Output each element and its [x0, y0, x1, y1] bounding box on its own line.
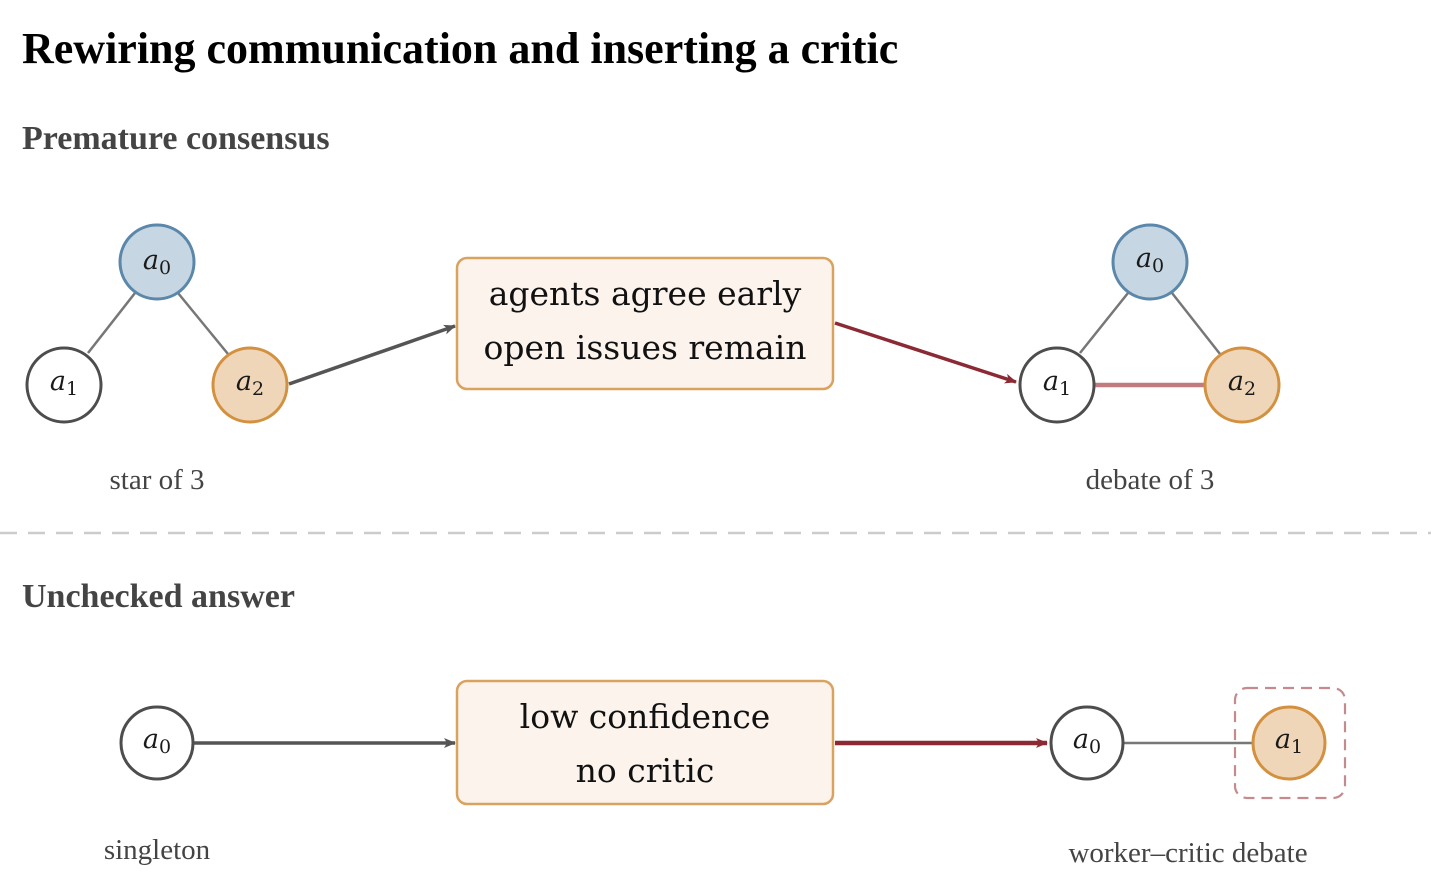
- node-label-sub: 0: [1152, 255, 1164, 277]
- box-line-1: low confidence: [520, 697, 771, 736]
- svg-text:a1: a1: [1043, 366, 1071, 400]
- box-line-2: no critic: [576, 751, 715, 790]
- node-star-a2: a2: [211, 346, 289, 424]
- svg-text:a1: a1: [50, 366, 78, 400]
- node-label-sub: 0: [159, 736, 171, 758]
- box-line-2: open issues remain: [484, 328, 807, 367]
- diagram-title: Rewiring communication and inserting a c…: [22, 24, 898, 73]
- node-singleton-a0: a0: [119, 705, 195, 781]
- caption-singleton: singleton: [104, 834, 211, 866]
- critic-highlight-box: [1233, 686, 1347, 800]
- node-star-a1: a1: [25, 346, 103, 424]
- caption-worker-critic-debate: worker–critic debate: [1068, 837, 1307, 869]
- box-line-1: agents agree early: [489, 274, 802, 313]
- problem-box-unchecked: low confidence no critic: [455, 679, 835, 806]
- node-label-sub: 2: [252, 378, 264, 400]
- svg-text:a2: a2: [236, 366, 264, 400]
- node-debate-a0: a0: [1111, 223, 1189, 301]
- node-label-base: a: [143, 245, 159, 276]
- edge-debate-a0-a1: [1079, 292, 1129, 354]
- node-label-base: a: [50, 366, 66, 397]
- node-label-base: a: [1228, 366, 1244, 397]
- caption-debate-of-3: debate of 3: [1086, 464, 1215, 496]
- svg-text:a2: a2: [1228, 366, 1256, 400]
- arrow-star-to-box: [288, 324, 456, 386]
- problem-box-premature: agents agree early open issues remain: [455, 256, 835, 391]
- node-star-a0: a0: [118, 223, 196, 301]
- edge-debate-a0-a2: [1171, 292, 1221, 355]
- svg-text:a0: a0: [143, 724, 171, 758]
- arrow-box-to-debate: [834, 321, 1017, 384]
- node-label-sub: 1: [1291, 736, 1303, 758]
- node-debate-a2: a2: [1203, 346, 1281, 424]
- svg-text:a0: a0: [1073, 724, 1101, 758]
- node-critic-a1: a1: [1251, 705, 1327, 781]
- edge-star-a0-a2: [177, 292, 229, 355]
- node-label-sub: 2: [1244, 378, 1256, 400]
- node-label-base: a: [236, 366, 252, 397]
- section-heading-premature: Premature consensus: [22, 120, 330, 157]
- node-label-base: a: [143, 724, 159, 755]
- node-label-base: a: [1275, 724, 1291, 755]
- node-worker-a0: a0: [1049, 705, 1125, 781]
- node-label-sub: 0: [159, 257, 171, 279]
- svg-text:a0: a0: [143, 245, 171, 279]
- caption-star-of-3: star of 3: [109, 464, 204, 496]
- edge-star-a0-a1: [87, 292, 136, 354]
- node-label-sub: 0: [1089, 736, 1101, 758]
- svg-text:a0: a0: [1136, 243, 1164, 277]
- section-heading-unchecked: Unchecked answer: [22, 578, 295, 615]
- node-label-base: a: [1073, 724, 1089, 755]
- svg-text:a1: a1: [1275, 724, 1303, 758]
- node-label-base: a: [1136, 243, 1152, 274]
- node-label-sub: 1: [1059, 378, 1071, 400]
- node-label-base: a: [1043, 366, 1059, 397]
- node-label-sub: 1: [66, 378, 78, 400]
- node-debate-a1: a1: [1018, 346, 1096, 424]
